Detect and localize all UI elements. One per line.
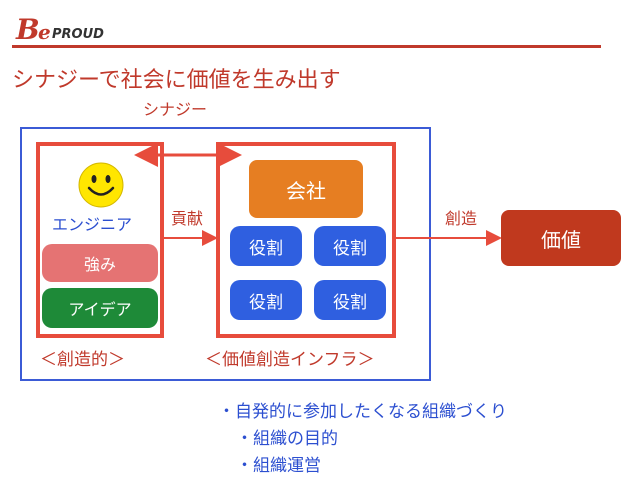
header-divider — [12, 45, 601, 48]
role-box: 役割 — [230, 226, 302, 266]
role-box: 役割 — [230, 280, 302, 320]
bullet-sub: ・組織の目的 — [236, 429, 338, 449]
svg-text:B: B — [15, 13, 40, 45]
svg-text:e: e — [38, 20, 51, 44]
creative-frame — [36, 142, 164, 338]
strength-pill: 強み — [42, 244, 158, 282]
infrastructure-frame — [216, 142, 396, 338]
value-box: 価値 — [501, 210, 621, 266]
bullet-sub: ・組織運営 — [236, 456, 321, 476]
smiley-face-icon — [77, 161, 125, 209]
infrastructure-caption: ＜価値創造インフラ＞ — [205, 350, 375, 370]
outer-frame — [20, 127, 431, 381]
creation-label: 創造 — [445, 209, 478, 228]
svg-text:PROUD: PROUD — [52, 27, 104, 42]
bullet-main: ・自発的に参加したくなる組織づくり — [218, 402, 507, 422]
contribution-label: 貢献 — [171, 209, 204, 228]
page-title: シナジーで社会に価値を生み出す — [12, 68, 341, 93]
engineer-label: エンジニア — [52, 215, 133, 234]
be-proud-logo: B e PROUD — [14, 13, 124, 46]
role-box: 役割 — [314, 280, 386, 320]
idea-pill: アイデア — [42, 288, 158, 328]
synergy-label: シナジー — [143, 100, 208, 119]
company-box: 会社 — [249, 160, 363, 218]
role-box: 役割 — [314, 226, 386, 266]
creative-caption: ＜創造的＞ — [40, 350, 125, 370]
